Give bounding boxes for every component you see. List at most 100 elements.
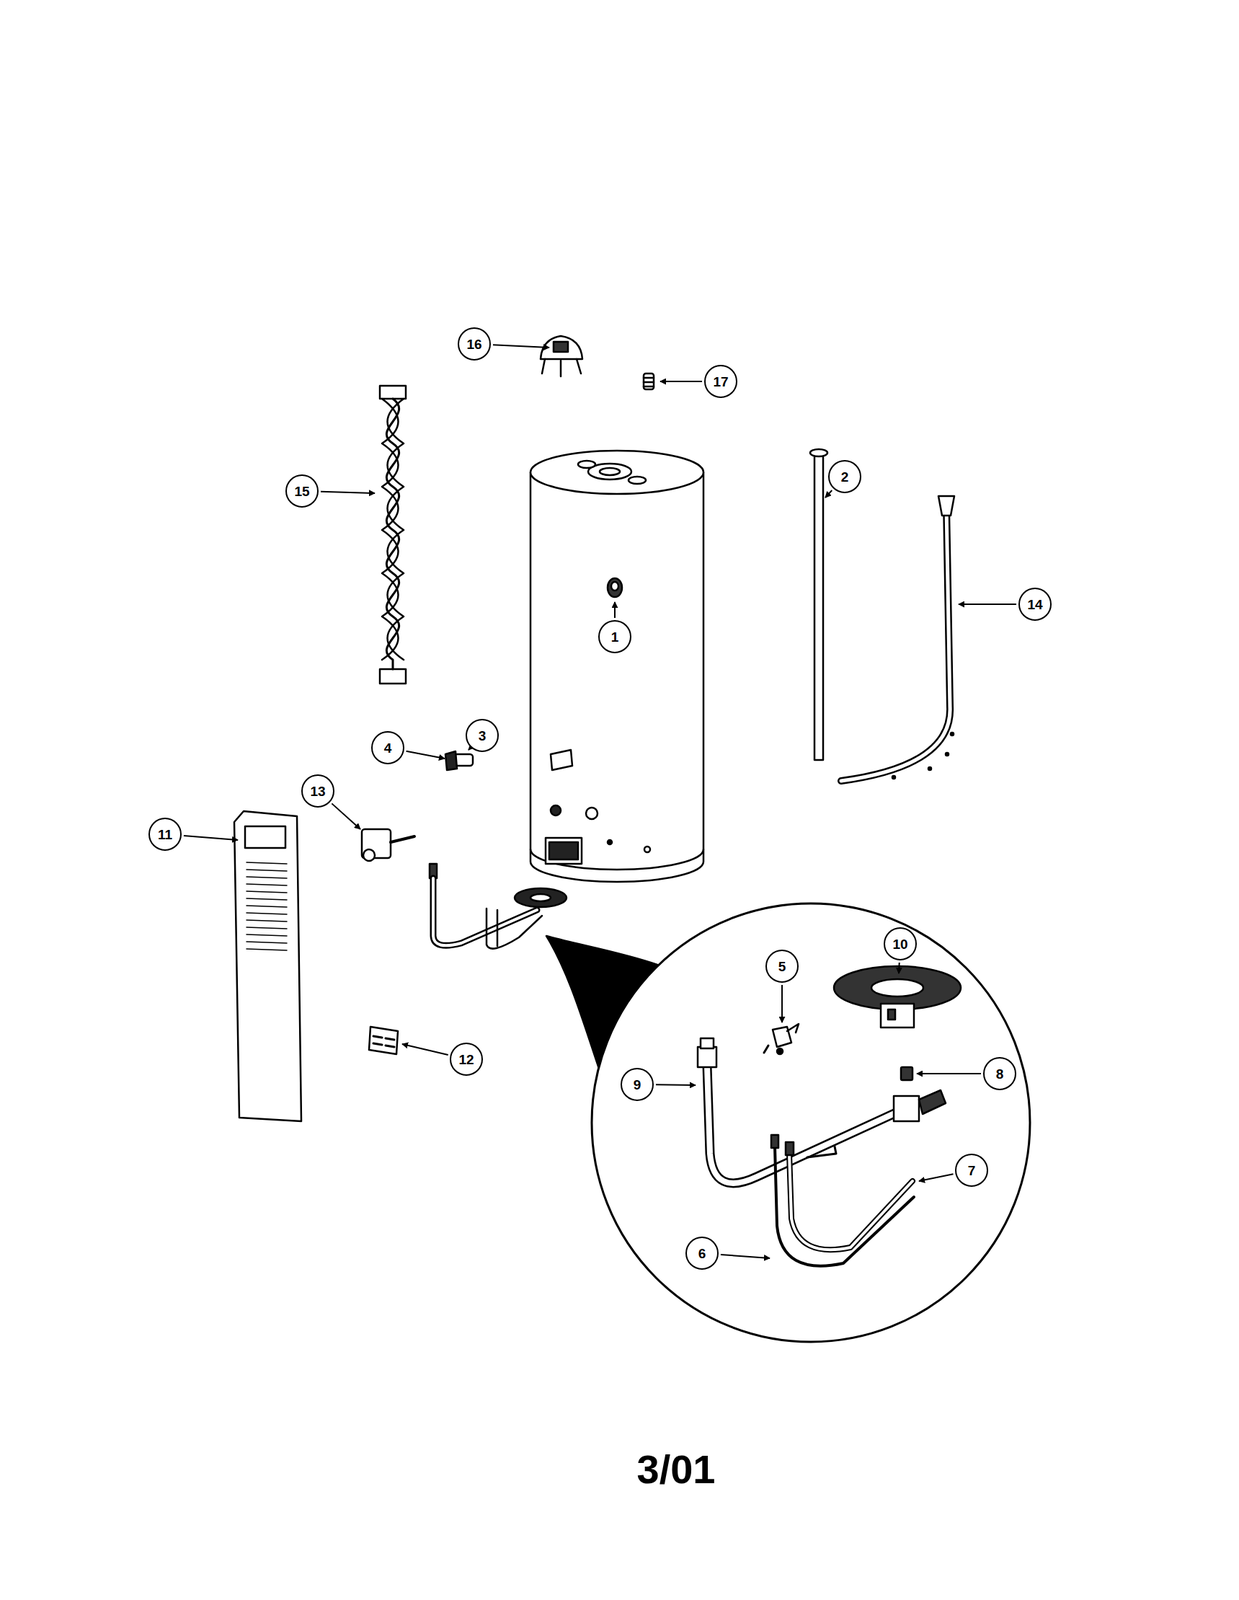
instruction-label	[369, 1026, 398, 1054]
burner	[887, 1009, 896, 1020]
dip-tube	[928, 766, 932, 770]
tank	[530, 450, 704, 882]
gas-valve	[361, 828, 567, 949]
burner	[871, 978, 924, 997]
callout-number: 14	[1027, 597, 1043, 612]
leader-arrow	[406, 751, 445, 759]
flue-baffle	[379, 385, 406, 399]
callout-circle: 7	[955, 1153, 989, 1187]
gas-valve	[486, 908, 543, 949]
anode-rod	[814, 454, 824, 760]
leader-arrow	[331, 802, 361, 829]
callout-number: 15	[294, 484, 310, 499]
piezo-igniter	[764, 1023, 799, 1054]
manifold-assembly	[707, 1065, 901, 1183]
tank	[578, 460, 596, 468]
leader-arrow	[781, 984, 783, 1023]
baffle-cap	[553, 341, 568, 352]
manifold-assembly	[700, 1037, 714, 1048]
dip-tube	[841, 504, 950, 781]
tank	[585, 807, 598, 819]
flue-baffle	[387, 398, 405, 660]
callout-circle: 4	[371, 730, 405, 765]
detail-circle	[591, 903, 1030, 1342]
tank	[530, 450, 704, 494]
callout-number: 8	[996, 1066, 1005, 1081]
gas-valve	[514, 887, 567, 907]
callout-number: 4	[384, 740, 393, 755]
drain-fitting	[445, 751, 457, 770]
outer-door	[245, 826, 286, 848]
leader-arrow	[402, 1043, 449, 1055]
outer-door	[234, 810, 302, 1121]
nipple	[643, 377, 654, 387]
date-code: 3/01	[637, 1448, 716, 1490]
callout-number: 2	[841, 469, 850, 484]
leader-arrow	[320, 491, 375, 494]
callout-number: 12	[458, 1052, 474, 1067]
flue-baffle	[379, 385, 406, 684]
tank	[599, 467, 620, 475]
callout-circle: 2	[828, 459, 862, 494]
dip-tube	[945, 752, 949, 756]
leader-arrow	[898, 962, 901, 974]
leader-arrow	[918, 1173, 954, 1181]
callout-circle: 5	[765, 949, 799, 983]
manifold-assembly	[893, 1095, 919, 1121]
tank	[550, 749, 573, 770]
callout-number: 7	[967, 1163, 976, 1178]
burner	[833, 965, 961, 1028]
dip-tube	[938, 495, 955, 516]
manifold-assembly	[789, 1153, 913, 1250]
tank	[607, 578, 623, 597]
manifold-assembly	[785, 1141, 794, 1155]
callout-number: 16	[466, 337, 482, 352]
manifold-assembly	[697, 1037, 946, 1266]
callout-circle: 1	[598, 619, 632, 654]
callout-circle: 3	[465, 718, 499, 752]
anode-rod	[810, 449, 828, 457]
gas-valve	[390, 836, 415, 842]
tank	[628, 476, 646, 484]
piezo-igniter	[787, 1023, 799, 1033]
callout-circle: 15	[285, 474, 319, 508]
leader-arrow	[493, 344, 550, 348]
callout-circle: 13	[301, 774, 335, 808]
tank	[607, 839, 612, 845]
callout-number: 13	[309, 784, 326, 798]
dip-tube	[841, 495, 955, 781]
gas-valve	[363, 849, 375, 861]
outer-door	[234, 810, 302, 1121]
orifice	[900, 1066, 913, 1080]
detail-circle	[591, 903, 1030, 1342]
manifold-assembly	[771, 1134, 779, 1148]
orifice	[900, 1066, 913, 1080]
water-heater-illustration	[234, 335, 1030, 1342]
leader-arrow	[720, 1254, 770, 1258]
burner	[880, 1003, 914, 1028]
manifold-assembly	[774, 1146, 914, 1266]
callout-circle: 6	[685, 1236, 719, 1270]
leader-arrow	[183, 835, 238, 840]
leader-arrow	[468, 748, 470, 750]
callout-number: 9	[633, 1077, 642, 1092]
tank	[530, 472, 704, 882]
callout-circle: 11	[148, 817, 182, 851]
leader-arrow	[614, 601, 616, 618]
callout-number: 11	[157, 827, 173, 842]
leader-arrow	[655, 1083, 696, 1086]
piezo-igniter	[764, 1045, 769, 1053]
dip-tube	[892, 775, 896, 779]
callout-number: 3	[478, 728, 487, 743]
dip-tube	[841, 504, 950, 781]
callout-circle: 9	[620, 1067, 654, 1101]
anode-rod	[810, 449, 828, 760]
callout-number: 17	[712, 374, 728, 389]
manifold-assembly	[789, 1153, 913, 1250]
dip-tube	[950, 732, 954, 736]
callout-number: 5	[778, 959, 787, 974]
gas-valve	[530, 893, 551, 901]
leader-arrow	[916, 1072, 981, 1074]
callout-circle: 17	[704, 364, 738, 398]
